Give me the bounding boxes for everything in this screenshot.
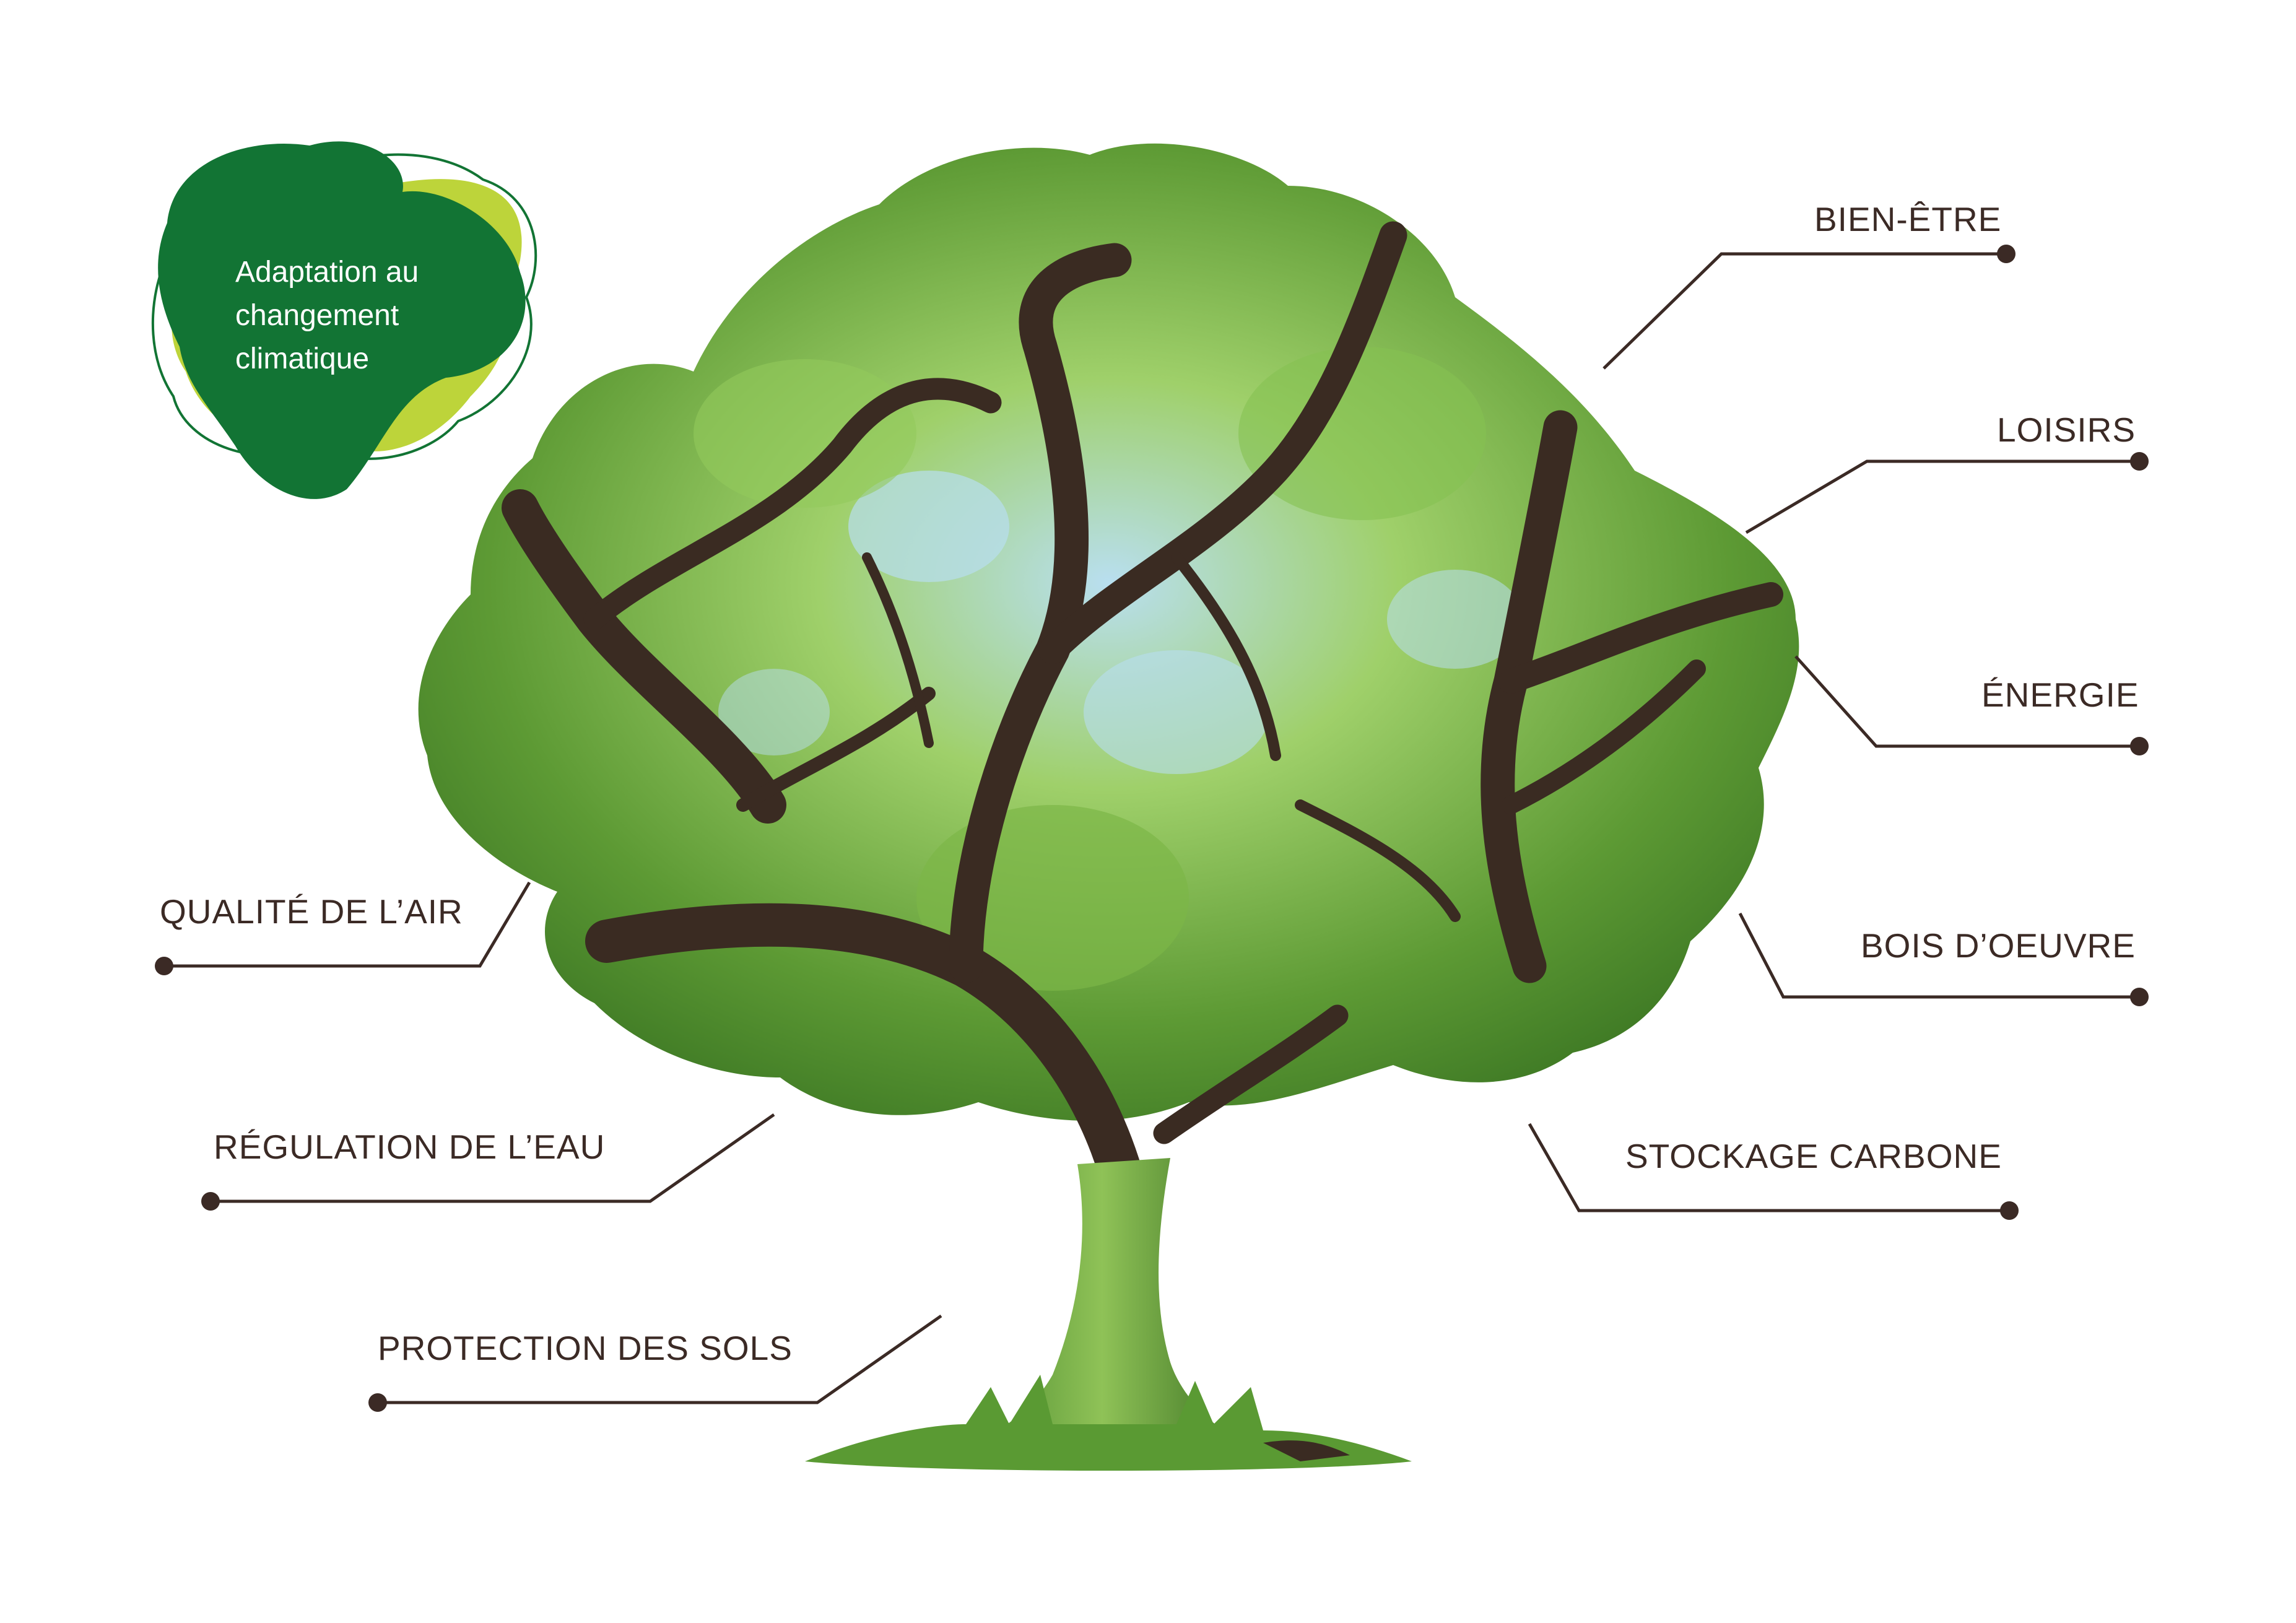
- dot-bien-etre: [1997, 245, 2016, 263]
- leader-qualite-air: [164, 881, 531, 968]
- badge-dark-blob: [158, 141, 526, 499]
- blob-badge: [151, 141, 537, 499]
- badge-text: Adaptation au changement climatique: [235, 251, 495, 381]
- sky-patch: [1387, 570, 1523, 669]
- label-stockage-carbone: STOCKAGE CARBONE: [1625, 1137, 2002, 1175]
- leader-bien-etre: [1602, 252, 2006, 370]
- dot-energie: [2130, 737, 2149, 755]
- label-qualite-air: QUALITÉ DE L’AIR: [160, 892, 463, 931]
- dot-protection-sols: [368, 1393, 387, 1412]
- label-regulation-eau: RÉGULATION DE L’EAU: [214, 1128, 606, 1166]
- label-energie: ÉNERGIE: [1981, 676, 2139, 714]
- sky-patch: [848, 471, 1009, 582]
- badge-line-2: changement: [235, 299, 399, 332]
- leader-energie: [1794, 655, 2136, 748]
- tree-trunk: [966, 1158, 1238, 1443]
- grass: [805, 1375, 1412, 1471]
- leaf-cluster: [1238, 347, 1486, 520]
- label-bien-etre: BIEN-ÊTRE: [1814, 200, 2002, 238]
- dot-stockage-carbone: [2000, 1201, 2019, 1220]
- tree-illustration: [418, 143, 1799, 1471]
- badge-line-3: climatique: [235, 342, 370, 375]
- dot-bois-oeuvre: [2130, 988, 2149, 1006]
- sky-patch: [718, 669, 830, 755]
- leaf-cluster: [694, 359, 916, 508]
- leader-regulation-eau: [211, 1113, 775, 1203]
- dot-loisirs: [2130, 452, 2149, 471]
- leader-protection-sols: [378, 1314, 942, 1404]
- label-loisirs: LOISIRS: [1997, 411, 2136, 449]
- badge-line-1: Adaptation au: [235, 256, 419, 289]
- leader-dots: [155, 245, 2149, 1412]
- sky-patch: [1084, 650, 1269, 774]
- leader-loisirs: [1745, 459, 2136, 534]
- roots: [1263, 1440, 1350, 1461]
- label-bois-oeuvre: BOIS D’OEUVRE: [1861, 926, 2136, 965]
- tree-branches: [502, 221, 1783, 1248]
- leader-bois-oeuvre: [1738, 912, 2136, 999]
- dot-qualite-air: [155, 957, 173, 975]
- leader-stockage-carbone: [1528, 1123, 2009, 1212]
- leader-lines: [164, 252, 2136, 1404]
- label-protection-sols: PROTECTION DES SOLS: [378, 1329, 793, 1367]
- dot-regulation-eau: [201, 1192, 220, 1211]
